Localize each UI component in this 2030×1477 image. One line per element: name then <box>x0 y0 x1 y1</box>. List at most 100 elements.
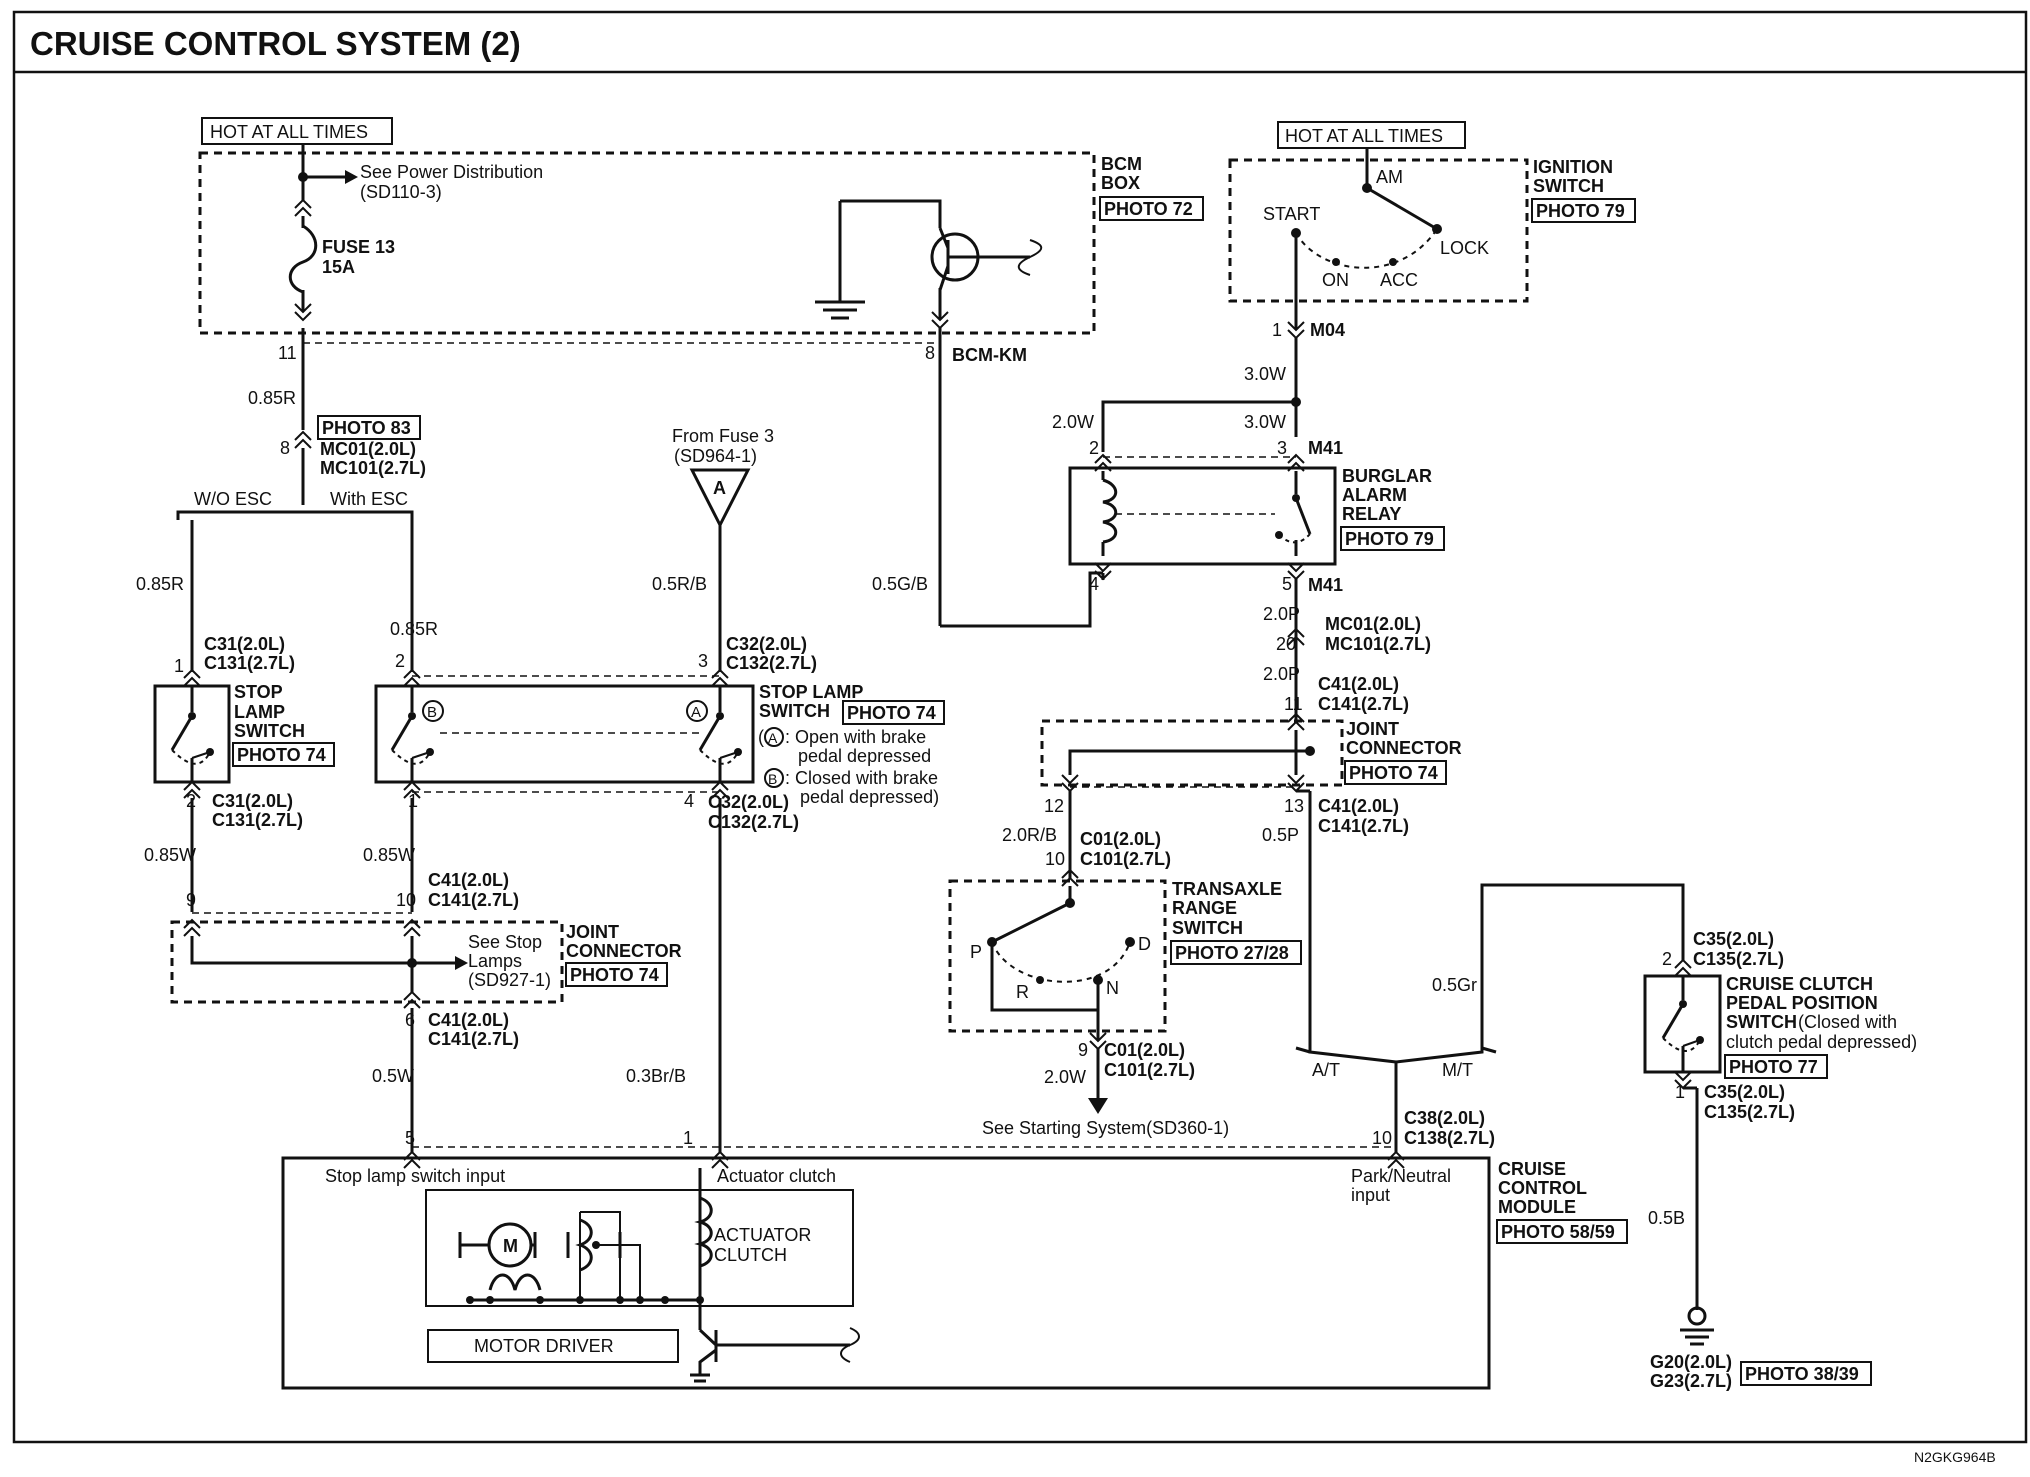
wire-color: 3.0W <box>1244 364 1286 384</box>
symbol-a-circle-icon <box>686 700 708 722</box>
stop-lamp-left-photo-box <box>232 742 335 767</box>
connector-chevron-icon <box>1287 712 1305 731</box>
at-label: A/T <box>1312 1060 1340 1080</box>
joint-connector-left: 9 10 C41(2.0L) C141(2.7L) See Stop Lamps… <box>170 870 682 1049</box>
burglar-photo: PHOTO 79 <box>1345 529 1434 549</box>
joint-right-label: JOINT <box>1346 719 1399 739</box>
cruise-module-label: CONTROL <box>1498 1178 1587 1198</box>
joint-left-label: CONNECTOR <box>566 941 682 961</box>
bcm-photo: PHOTO 72 <box>1104 199 1193 219</box>
hot-at-all-times-left: HOT AT ALL TIMES <box>210 122 368 142</box>
stop-lamp-switch-right: 2 3 C32(2.0L) C132(2.7L) B A STOP LAMP S… <box>374 634 945 832</box>
cruise-module-photo-box <box>1496 1219 1628 1244</box>
pin-label: 10 <box>1372 1128 1392 1148</box>
from-fuse-3-ref: (SD964-1) <box>674 446 757 466</box>
pin-label: 10 <box>396 890 416 910</box>
stop-lamp-left-label: LAMP <box>234 702 285 722</box>
connector-c131: C131(2.7L) <box>212 810 303 830</box>
pin-label: 6 <box>405 1010 415 1030</box>
pin-label: 1 <box>683 1128 693 1148</box>
burglar-label: BURGLAR <box>1342 466 1432 486</box>
stop-lamp-right-label: SWITCH <box>759 701 830 721</box>
bcm-box: HOT AT ALL TIMES See Power Distribution … <box>198 117 1204 335</box>
connector-chevron-icon <box>403 918 421 937</box>
from-fuse-3: From Fuse 3 <box>672 426 774 446</box>
ignition-photo: PHOTO 79 <box>1536 201 1625 221</box>
pin-label: 11 <box>1284 694 1303 714</box>
cruise-clutch-label: SWITCH <box>1726 1012 1797 1032</box>
ground-photo-box <box>1740 1361 1872 1386</box>
ignition-switch: HOT AT ALL TIMES AM START LOCK ON ACC IG… <box>1228 121 1636 340</box>
pin-label: 9 <box>1078 1040 1088 1060</box>
ignition-switch-outline <box>1228 158 1529 303</box>
cruise-clutch-label: PEDAL POSITION <box>1726 993 1878 1013</box>
pin-label: 13 <box>1284 796 1304 816</box>
joint-connector-right: JOINT CONNECTOR PHOTO 74 12 13 C41(2.0L)… <box>1040 712 1462 836</box>
wire-color: 0.5G/B <box>872 574 928 594</box>
transaxle-label: TRANSAXLE <box>1172 879 1282 899</box>
joint-left-photo-box <box>565 962 668 987</box>
see-power-distribution: See Power Distribution <box>360 162 543 182</box>
connector-a-label: A <box>713 478 726 498</box>
arrow-right-icon <box>455 956 468 970</box>
connector-mc101: MC101(2.7L) <box>1325 634 1431 654</box>
photo83-box <box>317 415 421 440</box>
wire-color: 0.5P <box>1262 825 1299 845</box>
connector-c101: C101(2.7L) <box>1104 1060 1195 1080</box>
stop-lamp-left-photo: PHOTO 74 <box>237 745 326 765</box>
symbol-a: A <box>768 730 778 746</box>
see-stop-lamps: Lamps <box>468 951 522 971</box>
connector-c01: C01(2.0L) <box>1104 1040 1185 1060</box>
mt-label: M/T <box>1442 1060 1473 1080</box>
wire-color: 0.85R <box>390 619 438 639</box>
cruise-clutch-note: (Closed with <box>1798 1012 1897 1032</box>
pin-label: 9 <box>186 890 196 910</box>
burglar-label: RELAY <box>1342 504 1401 524</box>
pin-label: 8 <box>925 343 935 363</box>
ground-g23: G23(2.7L) <box>1650 1371 1732 1391</box>
connector-c41: C41(2.0L) <box>1318 796 1399 816</box>
transaxle-photo: PHOTO 27/28 <box>1175 943 1289 963</box>
connector-chevron-icon <box>1287 627 1305 646</box>
page-title: CRUISE CONTROL SYSTEM (2) <box>30 25 521 62</box>
actuator-inner-box <box>425 1189 854 1307</box>
relay-coil-icon <box>1102 478 1118 544</box>
connector-c141: C141(2.7L) <box>1318 816 1409 836</box>
joint-right-label: CONNECTOR <box>1346 738 1462 758</box>
with-esc-label: With ESC <box>330 489 408 509</box>
connector-c101: C101(2.7L) <box>1080 849 1171 869</box>
pin-label: 2 <box>395 651 405 671</box>
cruise-module-label: MODULE <box>1498 1197 1576 1217</box>
ignition-start: START <box>1263 204 1320 224</box>
clutch-coil-icon <box>694 1196 713 1268</box>
connector-c32: C32(2.0L) <box>708 792 789 812</box>
ignition-lock: LOCK <box>1440 238 1489 258</box>
fuse-icon <box>288 224 318 294</box>
connector-c135: C135(2.7L) <box>1693 949 1784 969</box>
pin-label: 5 <box>405 1128 415 1148</box>
fuse-rating: 15A <box>322 257 355 277</box>
joint-right-photo-box <box>1344 760 1447 785</box>
actuator-clutch-input: Actuator clutch <box>717 1166 836 1186</box>
motor-coil-icon <box>575 1218 593 1272</box>
wire-color: 0.85R <box>248 388 296 408</box>
ground-g20: G20(2.0L) <box>1650 1352 1732 1372</box>
pin-label: 3 <box>1277 438 1287 458</box>
bcm-label-box: BOX <box>1101 173 1140 193</box>
pin-label: 4 <box>1089 574 1099 594</box>
connector-chevron-icon <box>1061 774 1079 793</box>
motor-winding-icon <box>488 1273 542 1291</box>
gear-p: P <box>970 942 982 962</box>
connector-c41: C41(2.0L) <box>428 1010 509 1030</box>
connector-mc101: MC101(2.7L) <box>320 458 426 478</box>
wire-color: 0.5B <box>1648 1208 1685 1228</box>
symbol-a-circle-icon <box>764 727 784 747</box>
ground-photo: PHOTO 38/39 <box>1745 1364 1859 1384</box>
wire-color: 3.0W <box>1244 412 1286 432</box>
pin-label: 4 <box>684 791 694 811</box>
pin-label: 10 <box>1045 849 1065 869</box>
connector-a-triangle-icon <box>689 468 751 529</box>
burglar-alarm-relay: 2 3 M41 4 5 M41 BURGLAR ALARM RELAY PHOT… <box>1068 438 1445 595</box>
connector-chevron-icon <box>183 780 201 799</box>
